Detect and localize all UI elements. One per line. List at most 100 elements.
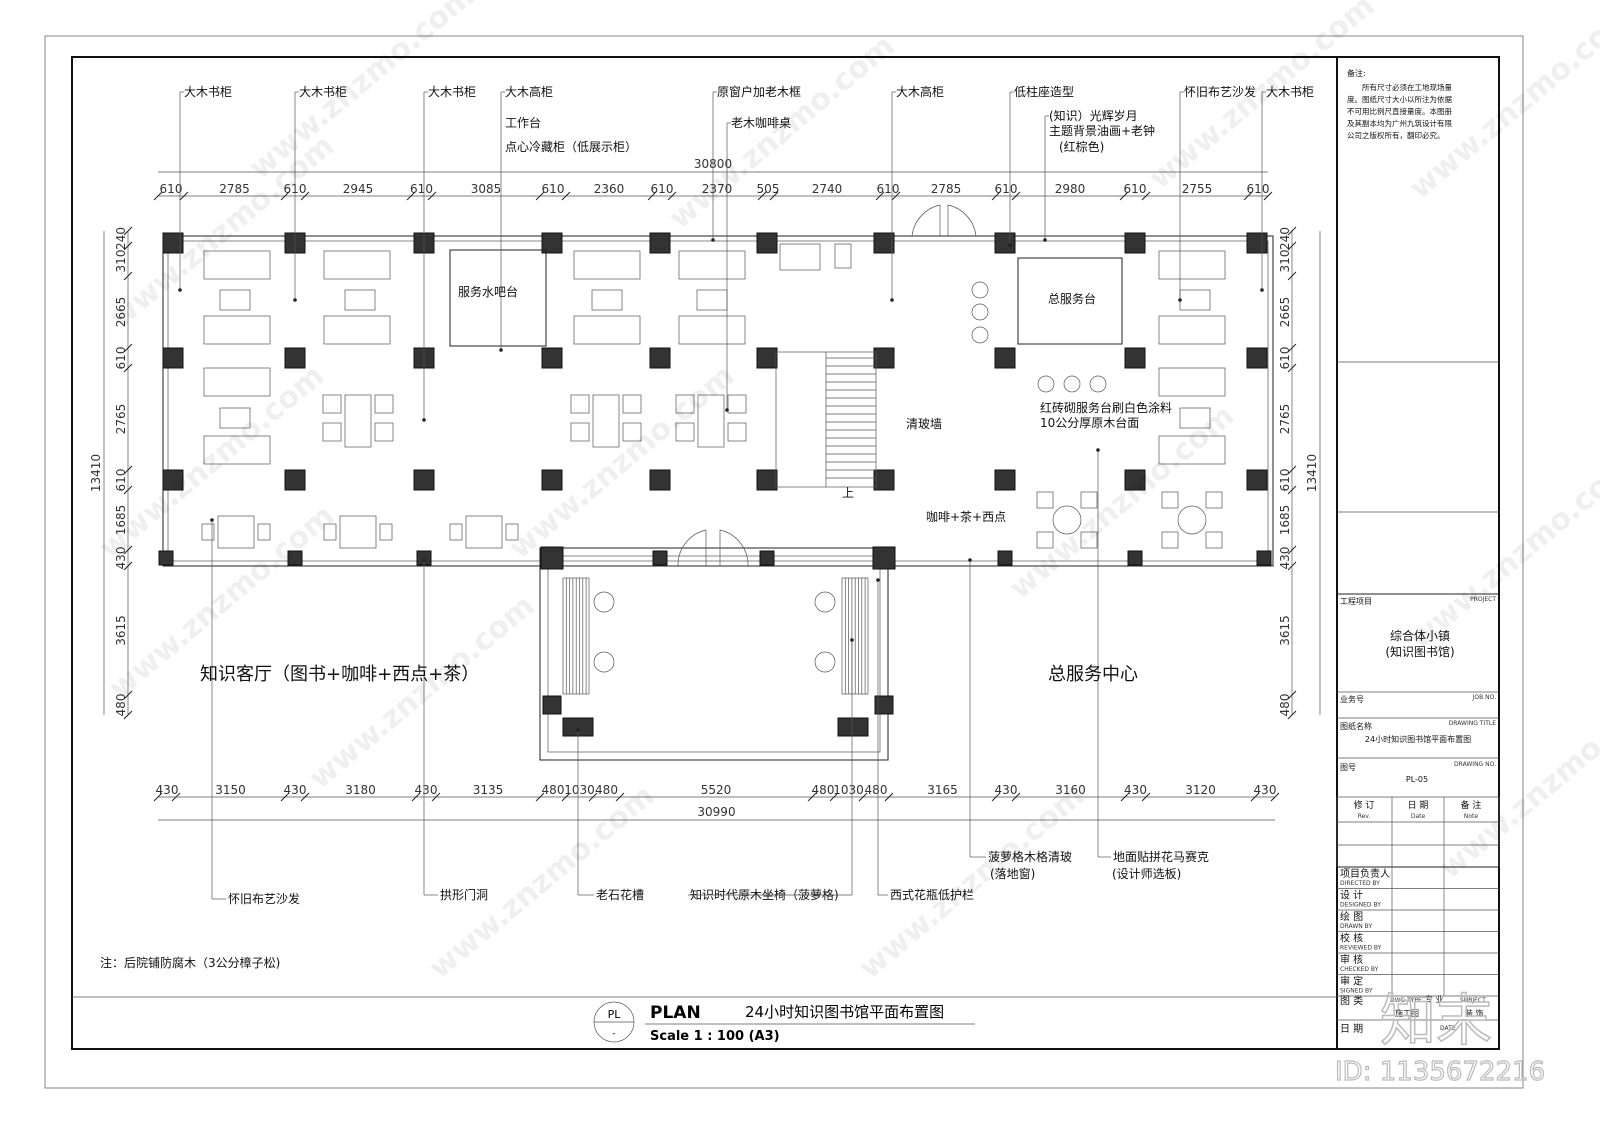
sofa bbox=[203, 367, 271, 397]
column bbox=[540, 546, 564, 570]
chair bbox=[201, 523, 215, 541]
dimension-tick bbox=[588, 792, 598, 802]
callout-label: (落地窗) bbox=[990, 867, 1035, 881]
column bbox=[162, 232, 184, 254]
bar-stool bbox=[1063, 375, 1081, 393]
column bbox=[1124, 469, 1146, 491]
dimension-tick bbox=[1263, 191, 1273, 201]
signoff-label-en: REVIEWED BY bbox=[1340, 945, 1382, 952]
dimension-tick bbox=[891, 191, 901, 201]
sofa bbox=[203, 250, 271, 280]
dimension-value: 240 bbox=[114, 227, 128, 250]
dimension-tick bbox=[123, 485, 133, 495]
drawing-no-label: 图号 bbox=[1340, 763, 1356, 772]
dimension-value: 430 bbox=[284, 783, 307, 797]
coffee-table bbox=[219, 289, 251, 311]
dimension-value: 2370 bbox=[702, 182, 733, 196]
callout-label: 原窗户加老木框 bbox=[717, 84, 801, 99]
plan-title: PL - PLAN 24小时知识图书馆平面布置图 Scale 1 : 100 (… bbox=[593, 1001, 975, 1044]
dimension-value: 480 bbox=[114, 694, 128, 717]
dimension-tick bbox=[427, 191, 437, 201]
column bbox=[994, 347, 1016, 369]
callout-label: 怀旧布艺沙发 bbox=[1184, 84, 1256, 99]
column bbox=[652, 550, 668, 566]
annotations: 大木书柜大木书柜大木书柜大木高柜工作台点心冷藏柜（低展示柜）原窗户加老木框老木咖… bbox=[178, 84, 1314, 906]
dimension-tick bbox=[123, 343, 133, 353]
dimension-tick bbox=[1287, 241, 1297, 251]
dimension-value: 430 bbox=[1124, 783, 1147, 797]
staircase bbox=[775, 351, 877, 488]
dimension-value: 610 bbox=[160, 182, 183, 196]
dimension-value: 2755 bbox=[1182, 182, 1213, 196]
signoff-label-en: DRAWN BY bbox=[1340, 923, 1372, 930]
room-label: 红砖砌服务台刷白色涂料 bbox=[1040, 400, 1172, 415]
dimension-value: 240 bbox=[1278, 227, 1292, 250]
remarks-line: 所有尺寸必须在工地现场量 bbox=[1347, 82, 1452, 92]
bar-stool bbox=[1037, 375, 1055, 393]
remarks-label: 备注: bbox=[1347, 68, 1366, 78]
signoff-label-en: DIRECTED BY bbox=[1340, 880, 1380, 887]
rev-column-header-en: Note bbox=[1464, 813, 1479, 820]
armchair bbox=[1161, 531, 1179, 549]
table bbox=[339, 515, 377, 549]
column bbox=[162, 347, 184, 369]
dimension-tick bbox=[1270, 792, 1280, 802]
drawing-title-label: 图纸名称 bbox=[1340, 721, 1372, 731]
signoff-label: 审 核 bbox=[1340, 953, 1363, 966]
leader-dot bbox=[890, 298, 894, 302]
service-bar bbox=[449, 249, 547, 347]
drawing-no-value: PL-05 bbox=[1406, 775, 1428, 784]
dimension-tick bbox=[1141, 191, 1151, 201]
chair bbox=[322, 394, 342, 414]
dimension-tick bbox=[829, 792, 839, 802]
site-watermark: www.znzmo.com bbox=[103, 128, 341, 336]
table bbox=[217, 515, 255, 549]
room-label: 清玻墙 bbox=[906, 417, 942, 431]
signoff-label: 绘 图 bbox=[1340, 910, 1363, 923]
sofa bbox=[1158, 435, 1226, 465]
building-plan bbox=[158, 204, 1274, 761]
dimension-tick bbox=[280, 792, 290, 802]
site-watermark: www.znzmo.com bbox=[663, 28, 901, 236]
signoff-label: 设 计 bbox=[1340, 889, 1363, 902]
leader-dot bbox=[725, 408, 729, 412]
furniture bbox=[201, 243, 1226, 737]
sofa bbox=[573, 315, 641, 345]
site-watermark: www.znzmo.com bbox=[303, 588, 541, 796]
column bbox=[873, 232, 895, 254]
column bbox=[756, 347, 778, 369]
dimension-tick bbox=[884, 792, 894, 802]
entrance-door bbox=[911, 204, 977, 237]
scale-label: Scale 1 : 100 (A3) bbox=[650, 1029, 780, 1044]
dimension-tick bbox=[561, 792, 571, 802]
column bbox=[1246, 469, 1268, 491]
dimension-tick bbox=[123, 561, 133, 571]
leader-dot bbox=[576, 728, 580, 732]
dimension-value: 3615 bbox=[114, 615, 128, 646]
signoff-label: 项目负责人 bbox=[1340, 867, 1390, 880]
dimension-tick bbox=[1287, 343, 1297, 353]
date-label: 日 期 bbox=[1340, 1023, 1363, 1035]
armchair bbox=[1080, 531, 1098, 549]
column bbox=[649, 347, 671, 369]
bar-stool bbox=[971, 281, 989, 299]
dimension-tick bbox=[406, 191, 416, 201]
dimension-tick bbox=[561, 191, 571, 201]
table bbox=[465, 515, 503, 549]
signoff-label-en: SIGNED BY bbox=[1340, 988, 1373, 995]
callout-label: 菠萝格木格清玻 bbox=[988, 849, 1072, 864]
arched-door bbox=[677, 529, 749, 567]
sofa bbox=[678, 250, 746, 280]
dimension-value: 610 bbox=[877, 182, 900, 196]
dimension-tick bbox=[1119, 191, 1129, 201]
callout-label: 知识时代原木坐椅（菠萝格) bbox=[690, 887, 839, 902]
dimension-tick bbox=[769, 191, 779, 201]
coffee-table bbox=[1179, 407, 1211, 429]
dimension-tick bbox=[431, 792, 441, 802]
dimension-value: 3085 bbox=[471, 182, 502, 196]
chair bbox=[570, 394, 590, 414]
room-label: 总服务台 bbox=[1048, 291, 1096, 306]
chair bbox=[727, 394, 747, 414]
chair bbox=[727, 422, 747, 442]
